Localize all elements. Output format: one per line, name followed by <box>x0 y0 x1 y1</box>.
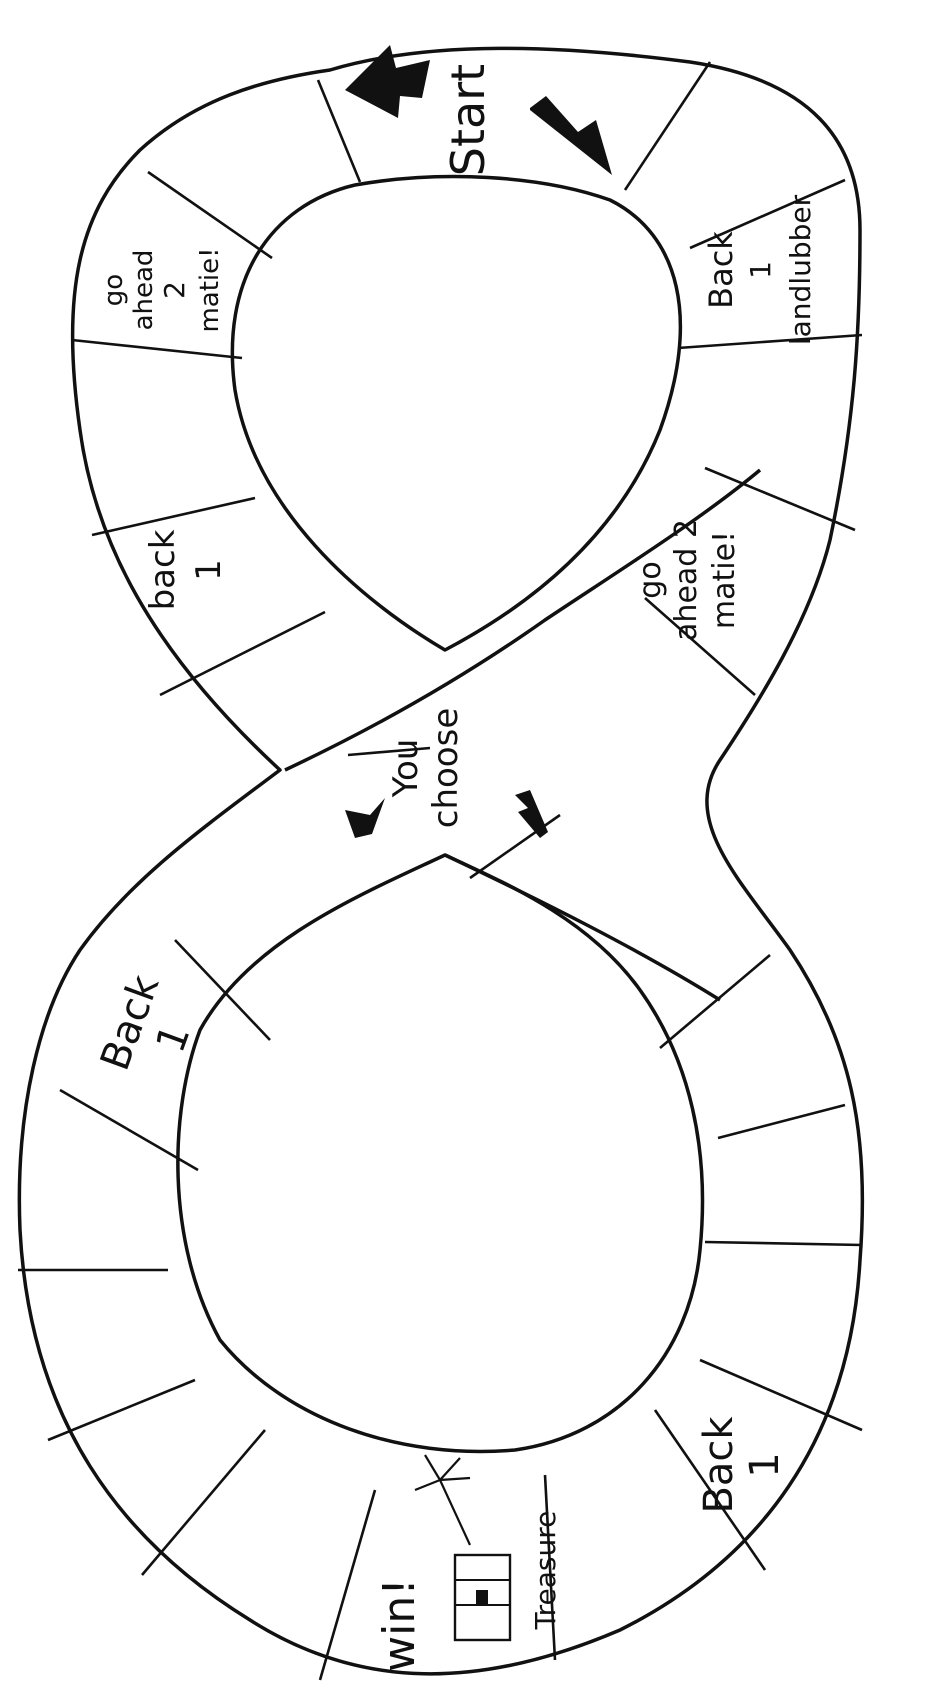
crossing-lane-2 <box>445 855 720 1000</box>
space-start: Start <box>441 64 495 176</box>
go-ahead-right-line1: go <box>633 561 668 598</box>
space-divider <box>72 340 242 358</box>
space-back-one-upper: Back 1 <box>92 969 212 1093</box>
back-one-upper-line2: 1 <box>148 1019 200 1059</box>
go-ahead-left-line1: go <box>99 274 129 306</box>
space-go-ahead-left: go ahead 2 matie! <box>99 247 225 332</box>
space-go-ahead-right: go ahead 2 matie! <box>633 519 742 641</box>
space-divider <box>678 335 862 348</box>
track-inner-top-loop <box>232 177 680 650</box>
go-ahead-right-line2: ahead 2 <box>669 519 704 641</box>
space-divider <box>148 172 272 258</box>
go-ahead-right-line3: matie! <box>707 531 742 629</box>
space-back-one-lower: Back 1 <box>696 1416 788 1514</box>
space-divider <box>48 1380 195 1440</box>
space-divider <box>142 1430 265 1575</box>
back-one-lower-line2: 1 <box>742 1452 788 1477</box>
space-divider <box>660 955 770 1048</box>
palm-tree-icon <box>415 1455 470 1545</box>
go-ahead-left-line4: matie! <box>195 247 225 332</box>
arrow-icon <box>345 45 430 118</box>
arrow-icon <box>345 798 385 838</box>
start-label: Start <box>441 64 495 176</box>
space-divider <box>175 940 270 1040</box>
back-landlubber-line2: 1 <box>744 261 777 279</box>
space-divider <box>718 1105 845 1138</box>
back-landlubber-line1: Back <box>702 231 740 309</box>
treasure-label: Treasure <box>529 1511 562 1631</box>
space-divider <box>92 498 255 535</box>
treasure-chest-icon <box>455 1555 510 1640</box>
win-label: win! <box>374 1578 425 1672</box>
go-ahead-left-line3: 2 <box>158 281 191 299</box>
space-divider <box>705 1242 862 1245</box>
back-one-small-line1: back <box>143 529 183 610</box>
back-landlubber-line3: landlubber <box>784 194 817 345</box>
space-divider <box>625 62 710 190</box>
space-divider <box>60 1090 198 1170</box>
back-one-lower-line1: Back <box>696 1416 742 1514</box>
space-divider <box>160 612 325 695</box>
space-divider <box>318 80 360 182</box>
space-win: win! Treasure <box>374 1455 562 1672</box>
go-ahead-left-line2: ahead <box>129 250 159 331</box>
you-choose-line1: You <box>386 739 426 799</box>
space-you-choose: You choose <box>386 708 466 828</box>
space-divider <box>320 1490 375 1680</box>
space-divider <box>705 468 855 530</box>
space-back-one-small: back 1 <box>143 529 229 610</box>
back-one-small-line2: 1 <box>189 559 229 581</box>
arrow-icon <box>530 96 612 175</box>
you-choose-line2: choose <box>426 708 466 828</box>
arrow-icon <box>515 790 548 838</box>
space-divider <box>470 815 560 878</box>
